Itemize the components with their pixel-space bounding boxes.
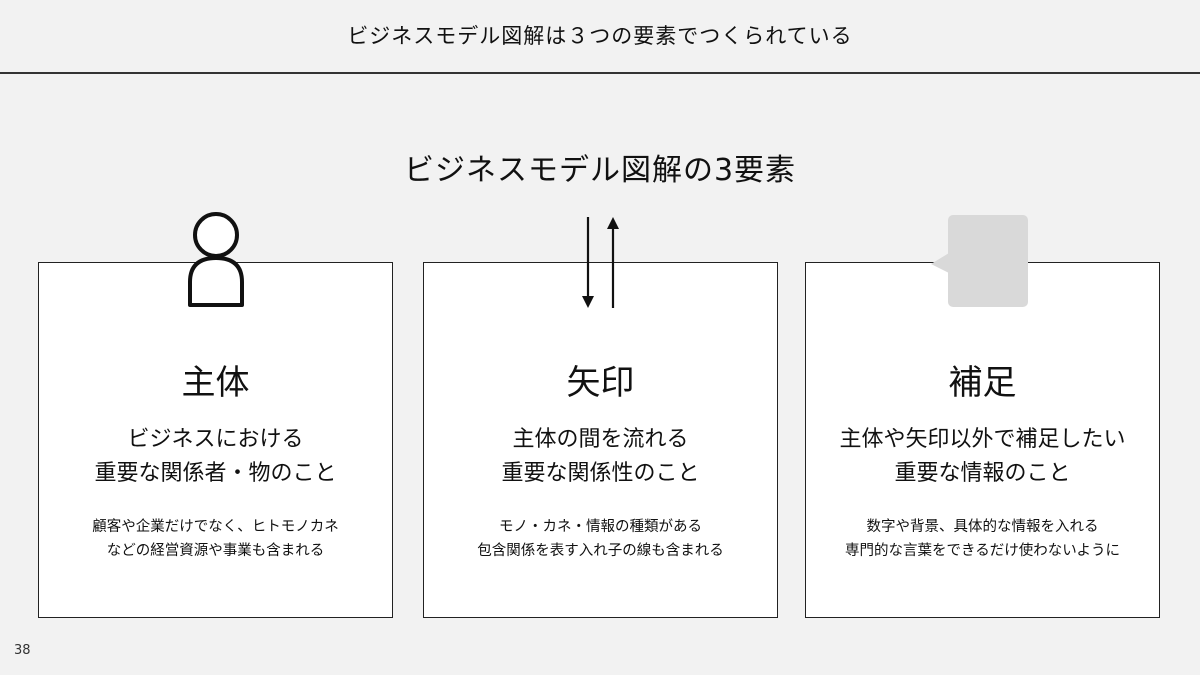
card-description-line: 重要な情報のこと	[894, 461, 1071, 486]
card-note-line: などの経営資源や事業も含まれる	[106, 543, 325, 559]
card-supplement: 補足 主体や矢印以外で補足したい 重要な情報のこと 数字や背景、具体的な情報を入…	[805, 262, 1160, 618]
card-description-line: ビジネスにおける	[127, 427, 304, 452]
page-number: 38	[14, 643, 31, 658]
card-note: 顧客や企業だけでなく、ヒトモノカネ などの経営資源や事業も含まれる	[39, 515, 392, 563]
card-description-line: 重要な関係者・物のこと	[94, 461, 337, 486]
card-note-line: モノ・カネ・情報の種類がある	[499, 519, 702, 535]
card-subject: 主体 ビジネスにおける 重要な関係者・物のこと 顧客や企業だけでなく、ヒトモノカ…	[38, 262, 393, 618]
card-note: 数字や背景、具体的な情報を入れる 専門的な言葉をできるだけ使わないように	[806, 515, 1159, 563]
bidirectional-arrows-icon	[582, 217, 619, 308]
card-arrow: 矢印 主体の間を流れる 重要な関係性のこと モノ・カネ・情報の種類がある 包含関…	[423, 262, 778, 618]
card-description: 主体や矢印以外で補足したい 重要な情報のこと	[806, 423, 1159, 491]
speech-bubble-icon	[931, 215, 1028, 307]
card-title: 主体	[181, 363, 250, 403]
card-note-line: 包含関係を表す入れ子の線も含まれる	[477, 543, 724, 559]
person-icon	[188, 212, 244, 307]
card-description-line: 主体の間を流れる	[512, 427, 689, 452]
card-title: 矢印	[566, 363, 635, 403]
card-note-line: 専門的な言葉をできるだけ使わないように	[845, 543, 1120, 559]
section-title: ビジネスモデル図解の3要素	[403, 153, 797, 188]
card-note: モノ・カネ・情報の種類がある 包含関係を表す入れ子の線も含まれる	[424, 515, 777, 563]
card-note-line: 顧客や企業だけでなく、ヒトモノカネ	[92, 519, 339, 535]
card-description: 主体の間を流れる 重要な関係性のこと	[424, 423, 777, 491]
header-title: ビジネスモデル図解は３つの要素でつくられている	[347, 24, 853, 48]
card-description: ビジネスにおける 重要な関係者・物のこと	[39, 423, 392, 491]
card-title: 補足	[948, 363, 1017, 403]
card-note-line: 数字や背景、具体的な情報を入れる	[866, 519, 1099, 535]
card-description-line: 主体や矢印以外で補足したい	[839, 427, 1126, 452]
card-description-line: 重要な関係性のこと	[501, 461, 700, 486]
header-divider	[0, 72, 1200, 74]
